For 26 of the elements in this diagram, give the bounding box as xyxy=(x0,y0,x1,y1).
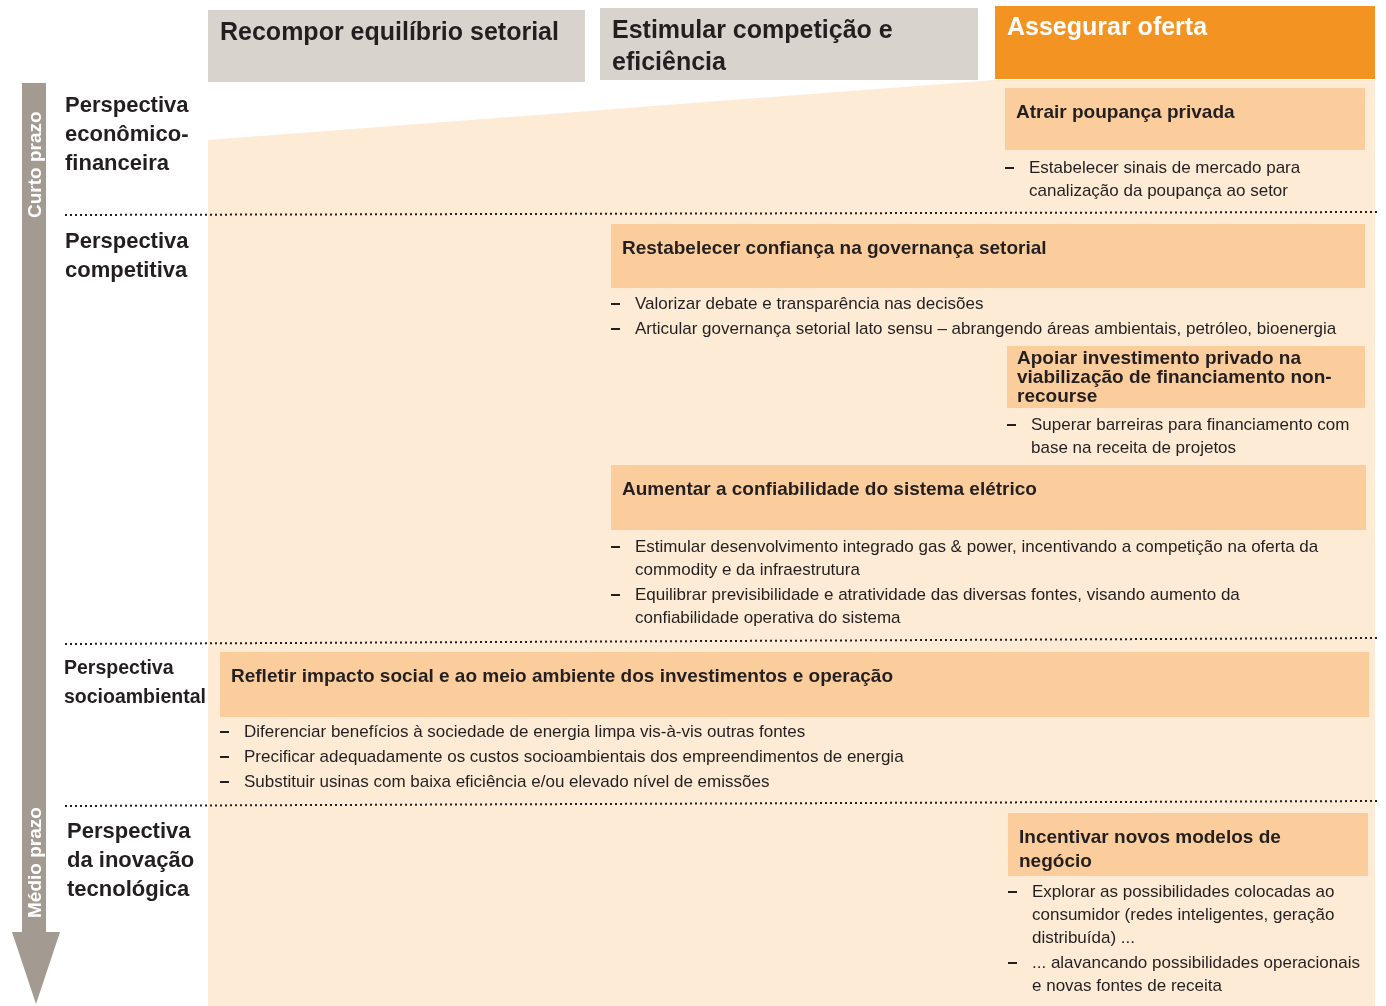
column-header: Estimular competição e eficiência xyxy=(600,8,978,80)
bullet-text: Explorar as possibilidades colocadas ao consumidor (redes inteligentes, geração distribuída) ... xyxy=(1032,881,1336,949)
bullet-text: ... alavancando possibilidades operacionais e novas fontes de receita xyxy=(1032,952,1361,997)
row-header: Perspectiva socioambiental xyxy=(64,653,216,753)
bullet-text: Estimular desenvolvimento integrado gas & power, incentivando a competição na oferta da commodity e da infraestrutura xyxy=(635,536,1320,581)
column-header: Recompor equilíbrio setorial xyxy=(208,10,585,82)
axis-label: Curto prazo xyxy=(24,111,46,218)
bullet-text: Superar barreiras para financiamento com base na receita de projetos xyxy=(1031,414,1351,459)
bullet-text: Estabelecer sinais de mercado para canalização da poupança ao setor xyxy=(1029,157,1302,202)
row-header: Perspectiva econômico-financeira xyxy=(65,90,205,210)
objective-box: Incentivar novos modelos de negócio xyxy=(1008,813,1368,876)
row-header: Perspectiva da inovação tecnológica xyxy=(67,816,217,916)
bullet-text: Diferenciar benefícios à sociedade de energia limpa vis-à-vis outras fontes xyxy=(244,721,807,743)
objective-box: Refletir impacto social e ao meio ambiente dos investimentos e operação xyxy=(220,652,1369,717)
bullet-text: Articular governança setorial lato sensu – abrangendo áreas ambientais, petróleo, bioenergia xyxy=(635,318,1338,340)
bullet-text: Equilibrar previsibilidade e atratividade das diversas fontes, visando aumento da confiabilidade operativa do sistema xyxy=(635,584,1241,629)
row-header: Perspectiva competitiva xyxy=(65,226,205,306)
bullet-text: Substituir usinas com baixa eficiência e/ou elevado nível de emissões xyxy=(244,771,771,793)
column-header: Assegurar oferta xyxy=(995,6,1375,79)
bullet-text: Precificar adequadamente os custos socioambientais dos empreendimentos de energia xyxy=(244,746,905,768)
objective-box: Apoiar investimento privado na viabilização de financiamento non-recourse xyxy=(1007,346,1365,408)
objective-box: Restabelecer confiança na governança setorial xyxy=(611,224,1365,288)
bullet-text: Valorizar debate e transparência nas decisões xyxy=(635,293,985,315)
objective-box: Aumentar a confiabilidade do sistema elétrico xyxy=(611,465,1366,530)
axis-label: Médio prazo xyxy=(24,807,46,918)
objective-box: Atrair poupança privada xyxy=(1005,88,1365,150)
